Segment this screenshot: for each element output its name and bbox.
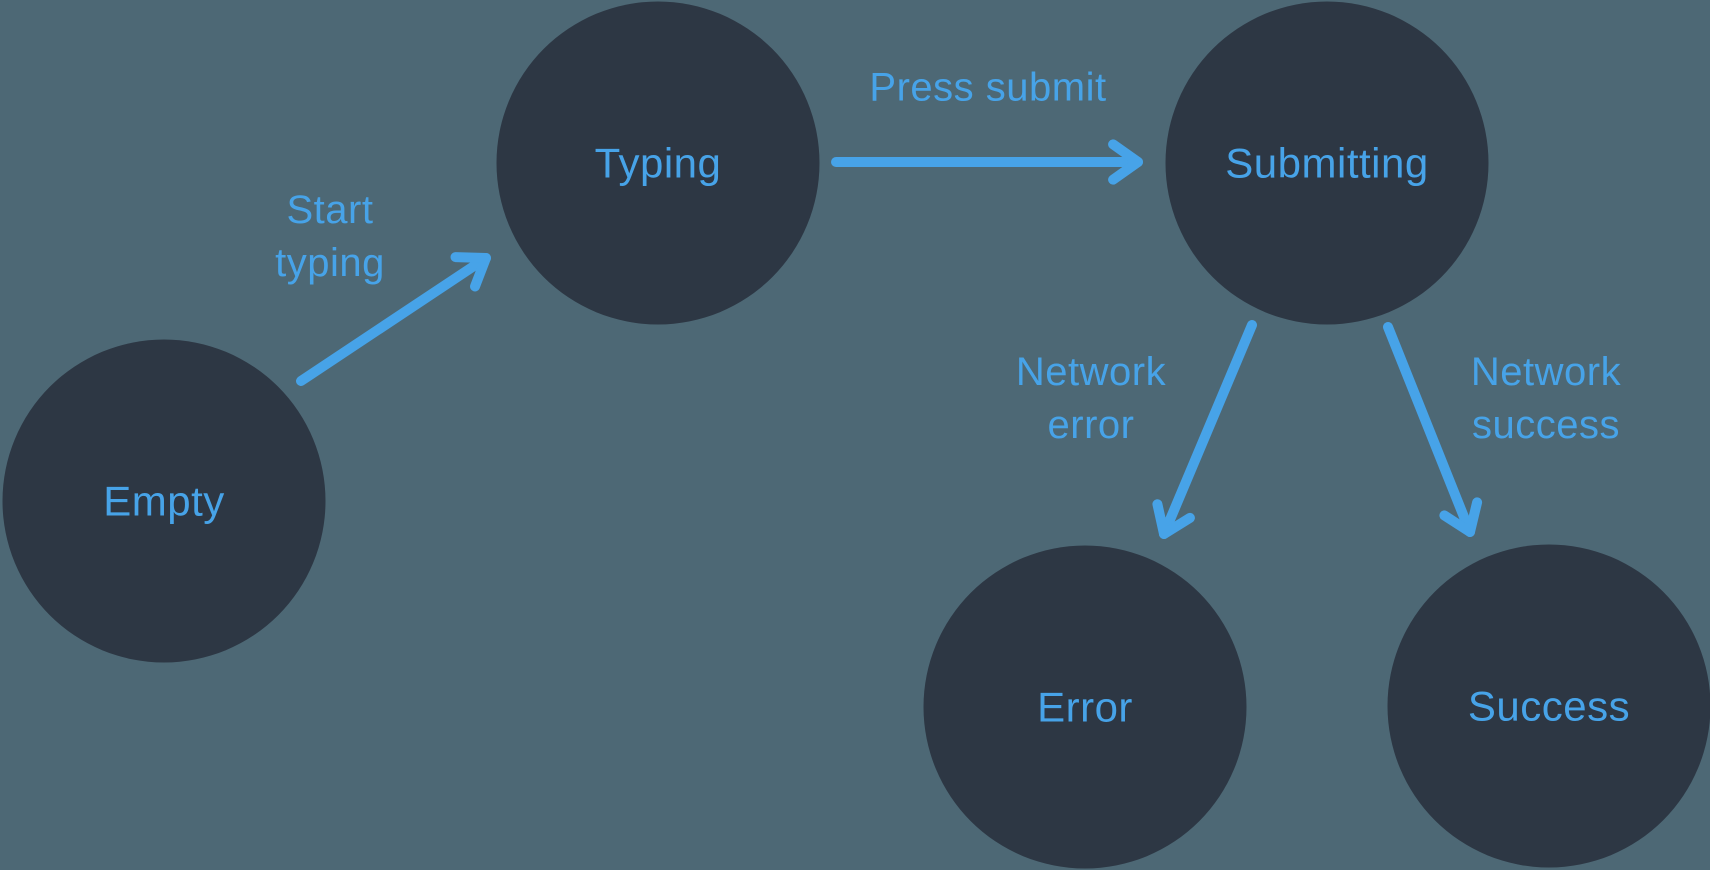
node-error: Error <box>923 545 1247 869</box>
edge-label-network-error: Network error <box>1015 350 1167 447</box>
node-typing: Typing <box>496 1 820 325</box>
node-typing-label: Typing <box>594 139 722 186</box>
edge-label-press-submit: Press submit <box>869 65 1107 110</box>
node-submitting: Submitting <box>1165 1 1489 325</box>
node-submitting-label: Submitting <box>1225 139 1429 186</box>
edge-label-network-success: Network success <box>1470 350 1622 447</box>
node-empty-label: Empty <box>103 477 225 524</box>
arrow-network-error <box>1152 320 1257 539</box>
arrow-start-typing <box>296 252 491 386</box>
edge-label-start-typing: Start typing <box>275 188 385 285</box>
node-error-label: Error <box>1037 683 1133 730</box>
node-success-label: Success <box>1467 682 1631 729</box>
node-success: Success <box>1387 544 1710 868</box>
node-empty: Empty <box>2 339 326 663</box>
arrow-network-success <box>1383 322 1483 537</box>
